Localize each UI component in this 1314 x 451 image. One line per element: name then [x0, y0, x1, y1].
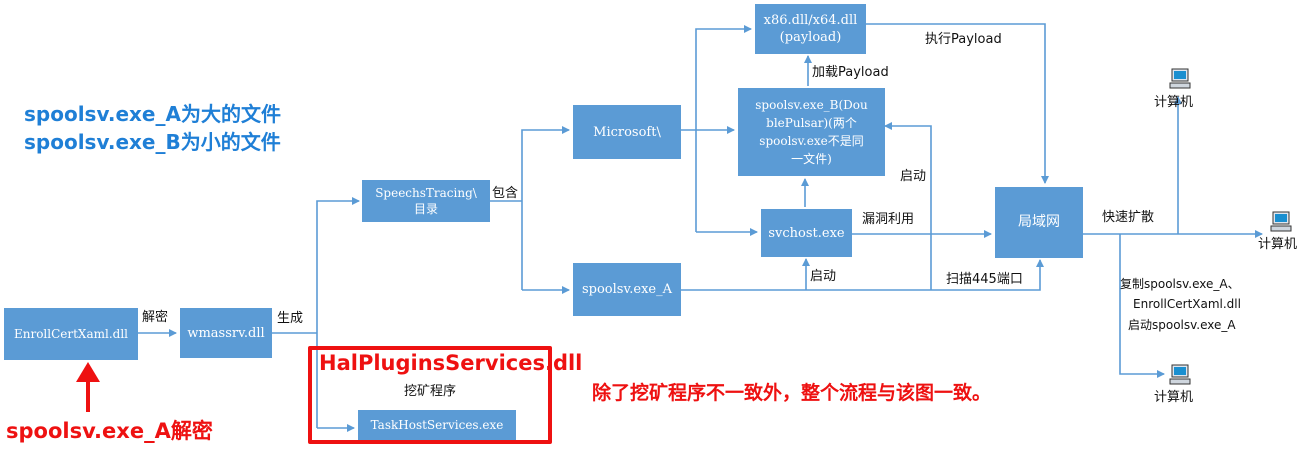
node-speechstracing: SpeechsTracing\ 目录 [362, 180, 490, 222]
node-microsoft: Microsoft\ [573, 105, 681, 159]
edge-to-computer-bottom [1119, 234, 1165, 378]
computer-icon [1270, 211, 1292, 232]
node-lan: 局域网 [995, 187, 1083, 258]
label-generate: 生成 [277, 311, 304, 326]
edge-exec-payload [866, 23, 1049, 184]
node-wmassrv: wmassrv.dll [180, 308, 272, 358]
label-fast-spread: 快速扩散 [1102, 210, 1155, 225]
label-exploit: 漏洞利用 [862, 212, 915, 227]
label-contains: 包含 [492, 186, 519, 201]
edge-to-microsoft [521, 126, 570, 290]
computer-label-top: 计算机 [1154, 95, 1194, 110]
note-a-large: spoolsv.exe_A为大的文件 [24, 102, 281, 126]
label-copy-1: 复制spoolsv.exe_A、 [1120, 277, 1240, 291]
label-load-payload: 加载Payload [812, 65, 889, 80]
label-start-svchost: 启动 [810, 269, 837, 284]
label-decrypt: 解密 [142, 310, 169, 325]
computer-icon [1169, 364, 1191, 385]
computer-label-right: 计算机 [1258, 237, 1298, 252]
label-copy-2: EnrollCertXaml.dll [1133, 297, 1241, 311]
node-spoolsv-a: spoolsv.exe_A [573, 263, 681, 316]
halplugins-highlight-frame [308, 346, 552, 444]
label-start-b: 启动 [900, 169, 927, 184]
computer-icon [1169, 68, 1191, 89]
label-exec-payload: 执行Payload [925, 32, 1002, 47]
note-b-small: spoolsv.exe_B为小的文件 [24, 130, 281, 154]
label-mining: 挖矿程序 [404, 384, 457, 399]
node-payload: x86.dll/x64.dll (payload) [755, 4, 866, 54]
note-decrypt: spoolsv.exe_A解密 [6, 419, 213, 443]
edge-start-b [884, 122, 932, 290]
edge-to-speechstracing [316, 197, 360, 428]
red-arrow-up [76, 362, 100, 412]
label-copy-3: 启动spoolsv.exe_A [1128, 318, 1236, 332]
node-enrollcert: EnrollCertXaml.dll [4, 308, 138, 360]
node-spoolsv-b: spoolsv.exe_B(Dou blePulsar)(两个 spoolsv.… [738, 88, 885, 176]
label-scan: 扫描445端口 [946, 272, 1023, 287]
edge-scan [681, 259, 1044, 291]
edge-microsoft-payload [695, 25, 752, 232]
note-consistency: 除了挖矿程序不一致外，整个流程与该图一致。 [592, 382, 992, 404]
node-taskhost: TaskHostServices.exe [358, 410, 516, 440]
note-halplugins: HalPluginsServices.dll [319, 351, 583, 375]
node-svchost: svchost.exe [761, 209, 852, 257]
computer-label-bottom: 计算机 [1154, 390, 1194, 405]
